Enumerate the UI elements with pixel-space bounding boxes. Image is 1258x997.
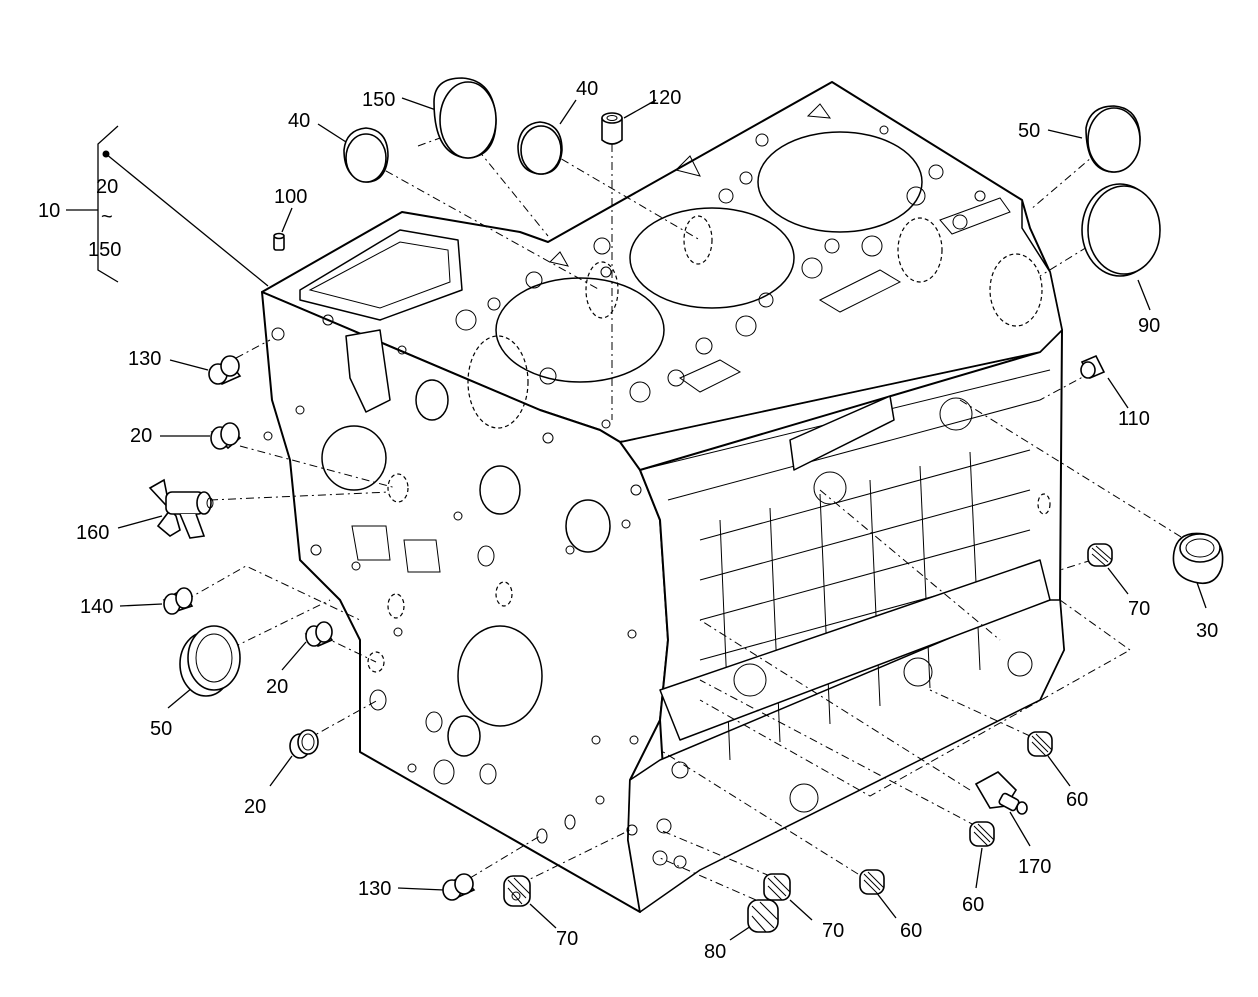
part-20-plug-a <box>210 422 242 450</box>
part-60-plug-right <box>1027 731 1053 757</box>
front-cover-flange <box>299 229 463 321</box>
callout-label: 150 <box>362 89 395 111</box>
cylinder-block <box>261 81 1065 913</box>
callout-label: 110 <box>1118 408 1150 430</box>
callout-label: 130 <box>128 348 161 370</box>
callout-label: 100 <box>274 186 307 208</box>
callout-label: 70 <box>822 920 844 942</box>
part-140-sleeve <box>162 587 194 615</box>
callout-labels: 150 40 40 120 50 90 100 130 20 160 140 5… <box>76 78 1218 963</box>
group-reference: 10 20 ~ 150 <box>38 176 121 261</box>
callout-label: 20 <box>130 425 152 447</box>
callout-label: 50 <box>1018 120 1040 142</box>
part-70-plug-right <box>1087 543 1113 567</box>
callout-label: 140 <box>80 596 113 618</box>
cylinder-bores <box>495 131 923 383</box>
callout-label: 60 <box>962 894 984 916</box>
part-150-plug <box>433 77 497 159</box>
callout-label: 60 <box>1066 789 1088 811</box>
callout-label: 50 <box>150 718 172 740</box>
callout-label: 60 <box>900 920 922 942</box>
callout-label: 70 <box>556 928 578 950</box>
part-40-plug-mid <box>517 121 563 175</box>
lower-boss-rail <box>652 559 1051 869</box>
loose-parts <box>148 77 1224 933</box>
callout-label: 120 <box>648 87 681 109</box>
hidden-outlines <box>367 215 1051 673</box>
part-170-sensor <box>974 771 1028 815</box>
callout-label: 40 <box>288 110 310 132</box>
front-face-holes <box>263 314 642 844</box>
part-130-sleeve-top <box>208 355 242 385</box>
block-side-ribs <box>699 395 1031 761</box>
part-110-pin <box>1080 354 1106 380</box>
part-50-plug-right <box>1085 105 1141 173</box>
part-40-plug-left <box>343 127 389 183</box>
callout-label: 70 <box>1128 598 1150 620</box>
leader-lines <box>66 97 1207 941</box>
callout-label: 20 <box>244 796 266 818</box>
part-70-plug-bottom-left <box>503 875 531 907</box>
callout-label: 170 <box>1018 856 1051 878</box>
callout-label: 80 <box>704 941 726 963</box>
part-120-dowel <box>601 112 623 145</box>
part-100-pin <box>273 232 285 251</box>
part-70-plug-bottom-mid <box>763 873 791 901</box>
callout-label: 130 <box>358 878 391 900</box>
callout-label: 30 <box>1196 620 1218 642</box>
callout-label: 160 <box>76 522 109 544</box>
callout-label: 90 <box>1138 315 1160 337</box>
group-ref-label: 10 <box>38 200 60 222</box>
deck-holes <box>455 103 1011 429</box>
part-130-sleeve-bottom <box>442 873 476 901</box>
part-30-bushing <box>1172 532 1224 585</box>
part-80-plug <box>747 899 779 933</box>
group-range-from: 20 <box>96 176 118 198</box>
part-20-plug-c <box>289 729 319 759</box>
group-range-tilde: ~ <box>101 206 113 228</box>
part-50-seal-left <box>179 625 241 697</box>
part-160-solenoid <box>148 478 214 539</box>
part-90-plug <box>1081 183 1161 277</box>
group-range-to: 150 <box>88 239 121 261</box>
part-60-plug-mid <box>969 821 995 847</box>
callout-label: 20 <box>266 676 288 698</box>
part-60-plug-bottom <box>859 869 885 895</box>
part-20-plug-b <box>304 621 334 647</box>
callout-label: 40 <box>576 78 598 100</box>
